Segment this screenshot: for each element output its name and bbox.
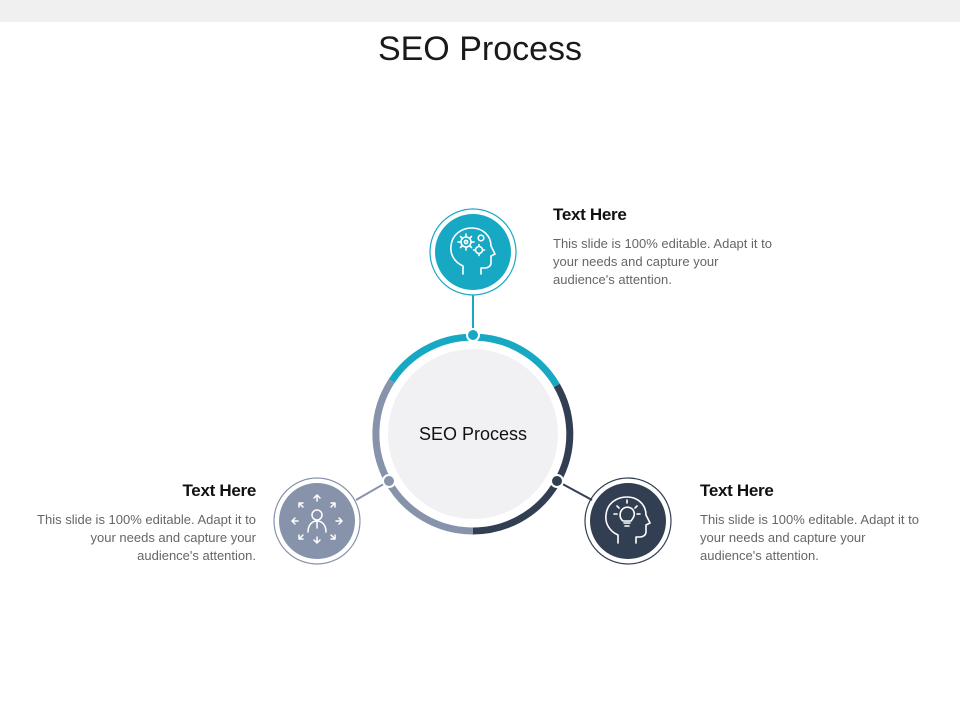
dot-left (382, 474, 396, 488)
node-top (429, 208, 517, 296)
top-bar (0, 0, 960, 22)
dot-right (550, 474, 564, 488)
node-left (273, 477, 361, 565)
head-lightbulb-icon (605, 496, 651, 544)
text-block-heading: Text Here (553, 205, 627, 224)
hub-circle (388, 349, 558, 519)
text-block-top: Text Here This slide is 100% editable. A… (553, 205, 783, 289)
text-block-left: Text Here This slide is 100% editable. A… (26, 481, 256, 565)
text-block-right: Text Here This slide is 100% editable. A… (700, 481, 930, 565)
dot-top (466, 328, 480, 342)
text-block-body: This slide is 100% editable. Adapt it to… (553, 236, 772, 287)
page-title: SEO Process (377, 30, 583, 68)
text-block-body: This slide is 100% editable. Adapt it to… (700, 512, 919, 563)
hub-label: SEO Process (419, 424, 527, 444)
node-right (584, 477, 672, 565)
text-block-heading: Text Here (182, 481, 256, 500)
text-block-heading: Text Here (700, 481, 774, 500)
person-arrows-icon (291, 494, 343, 544)
head-gears-icon (450, 227, 496, 275)
text-block-body: This slide is 100% editable. Adapt it to… (37, 512, 256, 563)
